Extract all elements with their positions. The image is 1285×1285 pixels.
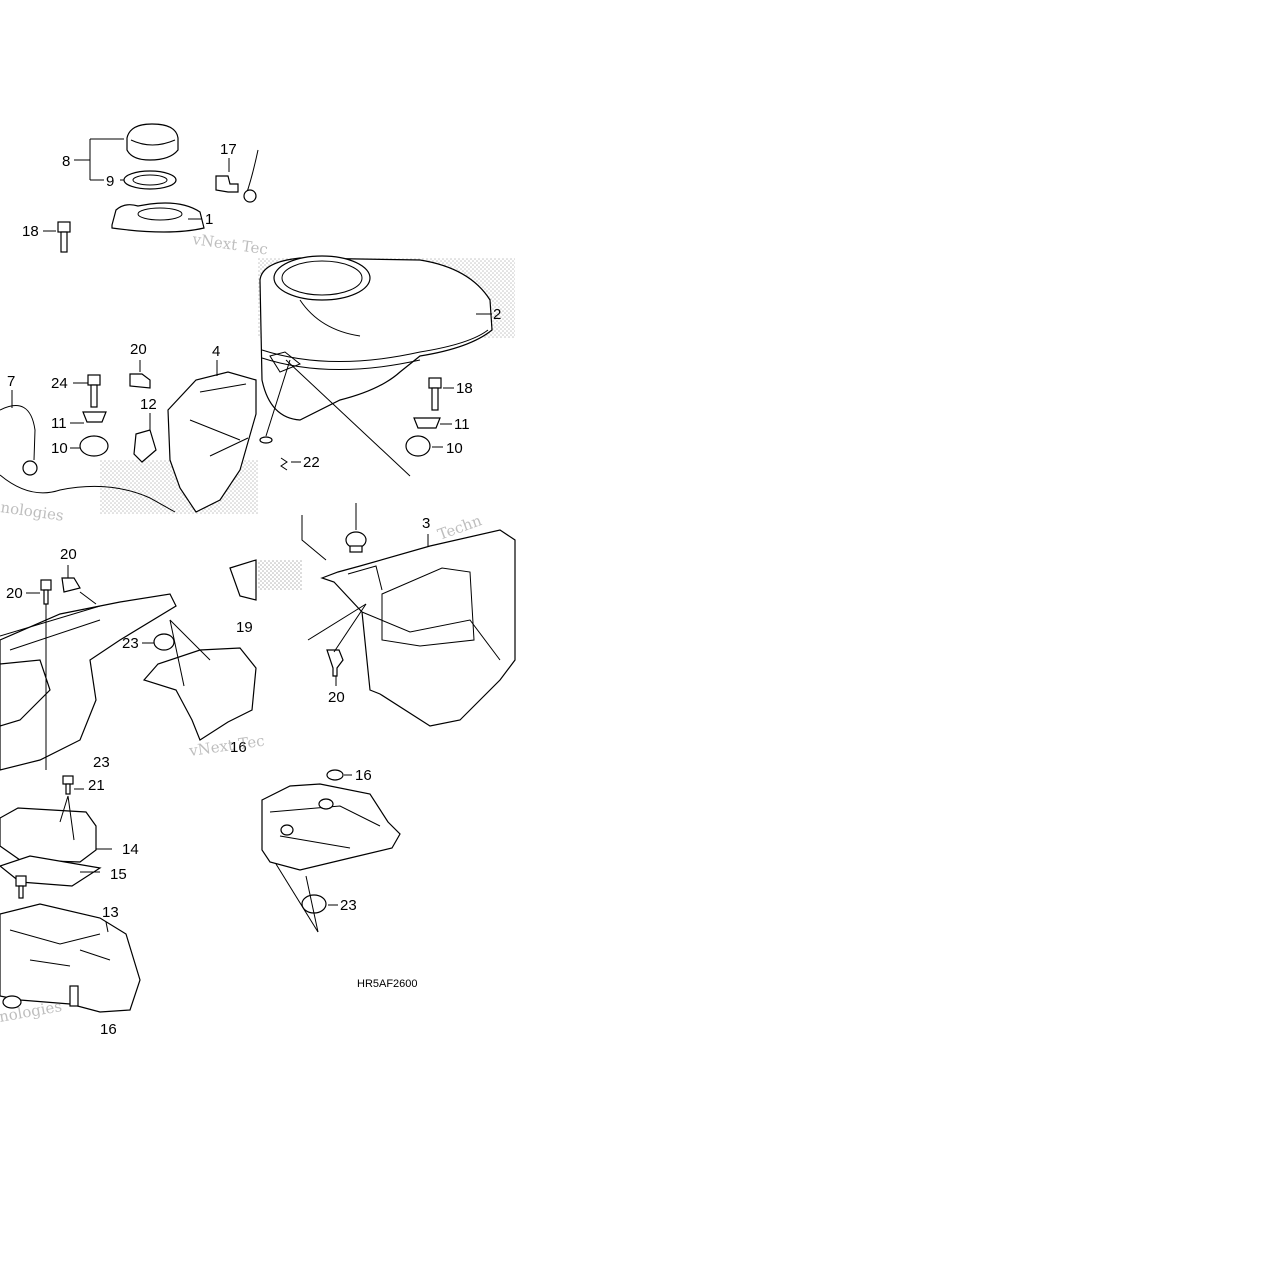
callout-14: 14	[122, 841, 139, 858]
callout-16-c: 16	[100, 1021, 117, 1038]
callout-11-right: 11	[454, 416, 470, 433]
callout-20-c: 20	[6, 585, 23, 602]
callout-10-right: 10	[446, 440, 463, 457]
callout-3: 3	[422, 515, 430, 532]
panel-group	[258, 503, 516, 727]
callout-20-d: 20	[328, 689, 345, 706]
frame-group	[0, 559, 257, 771]
callout-16-b: 16	[355, 767, 372, 784]
callout-8: 8	[62, 153, 70, 170]
watermark-1: vNext Tec	[190, 230, 269, 259]
callout-1: 1	[205, 211, 213, 228]
callout-16-a: 16	[230, 739, 247, 756]
callout-7: 7	[7, 373, 15, 390]
callout-18-left: 18	[22, 223, 39, 240]
callout-2: 2	[493, 306, 501, 323]
callout-10-left: 10	[51, 440, 68, 457]
watermark-2: nologies	[0, 498, 65, 525]
callout-9: 9	[106, 173, 114, 190]
callout-22: 22	[303, 454, 320, 471]
callout-13: 13	[102, 904, 119, 921]
callout-15: 15	[110, 866, 127, 883]
callout-18-right: 18	[456, 380, 473, 397]
callout-11-left: 11	[51, 415, 67, 432]
callout-24: 24	[51, 375, 68, 392]
callout-17: 17	[220, 141, 237, 158]
callout-23-a: 23	[122, 635, 139, 652]
callout-23-b: 23	[93, 754, 110, 771]
battery-box-group	[0, 775, 141, 1013]
callout-23-c: 23	[340, 897, 357, 914]
callout-20-a: 20	[130, 341, 147, 358]
callout-4: 4	[212, 343, 220, 360]
rear-bracket-group	[261, 769, 401, 933]
mount-group	[0, 360, 258, 514]
callout-12: 12	[140, 396, 157, 413]
callout-20-b: 20	[60, 546, 77, 563]
callout-labels: 8 9 17 1 18 2 18 11 10 22 7 24 11 10 20 …	[6, 141, 501, 1038]
callout-21: 21	[88, 777, 105, 794]
fuel-cap-group	[43, 123, 259, 253]
callout-19: 19	[236, 619, 253, 636]
diagram-code: HR5AF2600	[357, 978, 418, 990]
fuel-tank-group	[258, 255, 515, 477]
